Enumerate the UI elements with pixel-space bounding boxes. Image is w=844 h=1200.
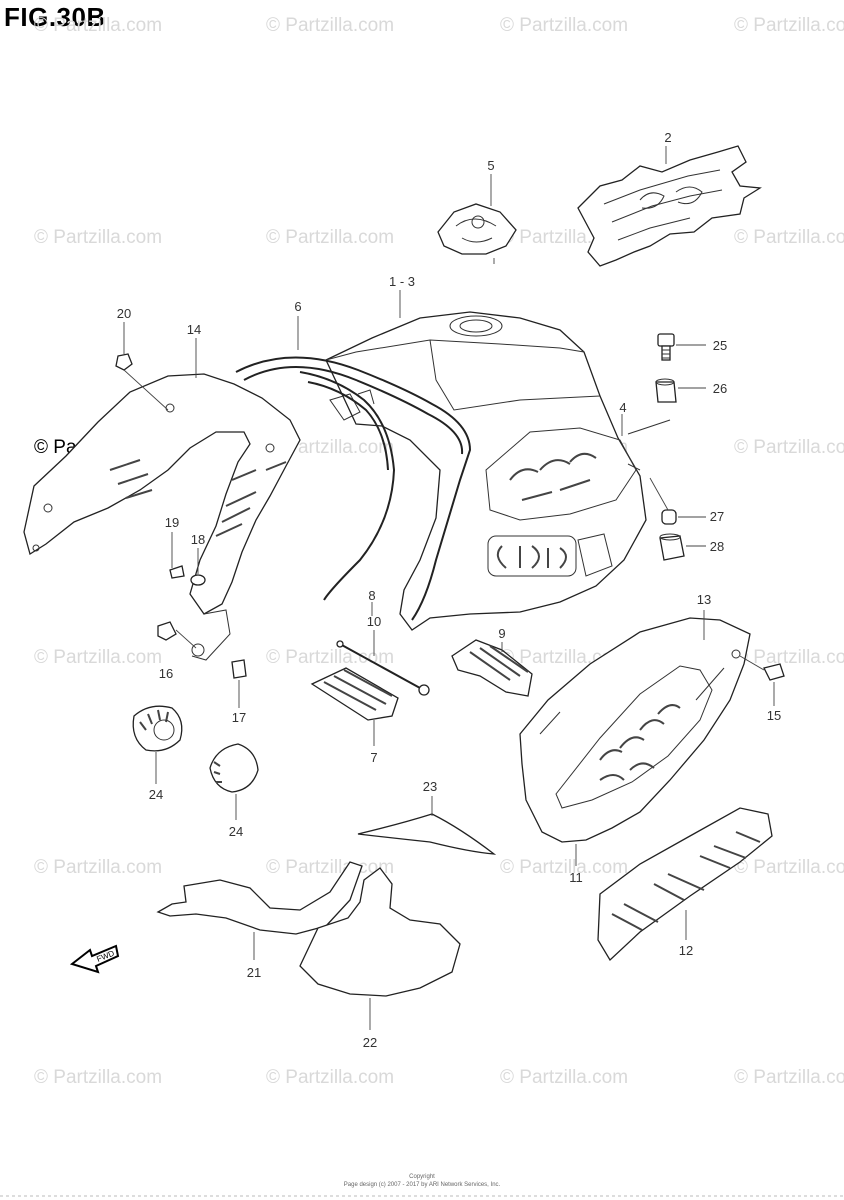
part-12-decal-strip[interactable] xyxy=(597,807,773,962)
watermark: © Partzilla.com xyxy=(734,227,844,248)
part-22-cover[interactable] xyxy=(299,867,461,997)
watermark: © Partzilla.com xyxy=(34,857,162,878)
label-part-6: 6 xyxy=(294,299,301,314)
label-part-17: 17 xyxy=(232,710,246,725)
watermark: © Partzilla.com xyxy=(266,857,394,878)
watermark: © Partzilla.com xyxy=(734,857,844,878)
label-part-12: 12 xyxy=(679,943,693,958)
forward-direction-arrow: FWD xyxy=(69,944,120,974)
label-part-11: 11 xyxy=(569,870,583,885)
part-10-rod[interactable] xyxy=(336,640,430,696)
watermark: © Partzilla.com xyxy=(266,15,394,36)
label-part-15: 15 xyxy=(767,708,781,723)
part-5-fuel-cap[interactable] xyxy=(437,203,517,264)
figure-title: FIG.30B xyxy=(4,2,106,32)
label-part-8: 8 xyxy=(368,588,375,603)
label-part-24-upper: 24 xyxy=(149,787,163,802)
watermark: © Partzilla.com xyxy=(34,15,162,36)
watermark: © Partzilla.com xyxy=(34,647,162,668)
watermark: © Partzilla.com xyxy=(500,1067,628,1088)
watermark: © Partzilla.com xyxy=(734,647,844,668)
part-17-collar[interactable] xyxy=(231,659,247,679)
label-part-18: 18 xyxy=(191,532,205,547)
label-part-23: 23 xyxy=(423,779,437,794)
label-part-4: 4 xyxy=(619,400,626,415)
part-24-knob-upper[interactable] xyxy=(132,705,183,752)
watermark: © Partzilla.com xyxy=(34,1067,162,1088)
watermark: © Partzilla.com xyxy=(266,647,394,668)
part-18-grommet[interactable] xyxy=(190,574,206,586)
part-4-decal-emblem[interactable] xyxy=(627,419,671,471)
part-16-bolt[interactable] xyxy=(157,621,177,641)
part-26-collar[interactable] xyxy=(655,378,677,403)
watermark: © Partzilla.com xyxy=(34,227,162,248)
part-11-frame-cover[interactable] xyxy=(519,617,751,843)
part-15-screw[interactable] xyxy=(763,663,785,681)
part-28-cushion[interactable] xyxy=(659,533,685,561)
watermark: © Partzilla.com xyxy=(266,1067,394,1088)
label-part-16: 16 xyxy=(159,666,173,681)
watermark: © Partzilla.com xyxy=(734,15,844,36)
part-19-screw[interactable] xyxy=(169,565,185,579)
part-7-pad[interactable] xyxy=(310,667,399,721)
label-part-5: 5 xyxy=(487,158,494,173)
label-part-22: 22 xyxy=(363,1035,377,1050)
part-9-cushion[interactable] xyxy=(451,639,533,697)
part-23-strip[interactable] xyxy=(357,813,497,855)
label-part-9: 9 xyxy=(498,626,505,641)
part-6-cushion[interactable] xyxy=(235,356,472,621)
label-part-28: 28 xyxy=(710,539,724,554)
copyright-line-2: Page design (c) 2007 - 2017 by ARI Netwo… xyxy=(344,1182,501,1188)
part-14-side-cover[interactable] xyxy=(23,373,301,661)
watermark: © Partzilla.com xyxy=(734,1067,844,1088)
watermark: © Partzilla.com xyxy=(500,15,628,36)
part-24-knob-lower[interactable] xyxy=(209,743,259,793)
part-20-bolt[interactable] xyxy=(115,353,133,371)
watermark: © Partzilla.com xyxy=(500,857,628,878)
label-part-1-3: 1 - 3 xyxy=(389,274,415,289)
label-part-24-lower: 24 xyxy=(229,824,243,839)
label-part-21: 21 xyxy=(247,965,261,980)
label-part-27: 27 xyxy=(710,509,724,524)
part-2-emblem[interactable] xyxy=(577,145,762,267)
part-27-washer[interactable] xyxy=(661,509,677,525)
copyright-line-1: Copyright xyxy=(409,1174,435,1180)
label-part-13: 13 xyxy=(697,592,711,607)
part-1-3-fuel-tank[interactable] xyxy=(325,311,647,631)
label-part-14: 14 xyxy=(187,322,201,337)
label-part-25: 25 xyxy=(713,338,727,353)
label-part-19: 19 xyxy=(165,515,179,530)
part-25-bolt[interactable] xyxy=(657,333,675,361)
label-part-7: 7 xyxy=(370,750,377,765)
label-part-20: 20 xyxy=(117,306,131,321)
watermark: © Partzilla.com xyxy=(266,227,394,248)
label-part-26: 26 xyxy=(713,381,727,396)
watermark: © Partzilla.com xyxy=(734,437,844,458)
label-part-10: 10 xyxy=(367,614,381,629)
label-part-2: 2 xyxy=(664,130,671,145)
